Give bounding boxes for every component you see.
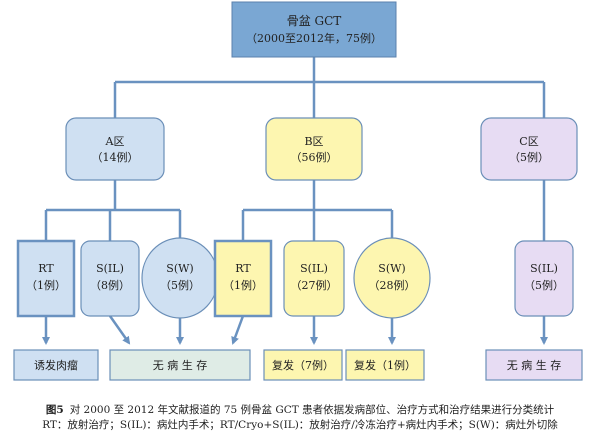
zone-b-box <box>265 117 363 181</box>
root-node-box <box>231 1 397 58</box>
outcome-induced-sarcoma-box <box>13 349 99 381</box>
figure-label: 图5 <box>45 404 64 416</box>
outcome-recur-7: 复发（7例） <box>263 349 343 381</box>
figure-caption-text: 对 2000 至 2012 年文献报道的 75 例骨盆 GCT 患者依据发病部位… <box>69 404 555 416</box>
treatment-b-sil-box <box>283 240 345 317</box>
treatment-a-rt-label: RT <box>38 262 54 275</box>
treatment-c-sil-count: （5例） <box>524 278 564 292</box>
root-node: 骨盆 GCT （2000至2012年，75例） <box>231 1 397 58</box>
treatment-a-sw-count: （5例） <box>160 278 200 292</box>
treatment-b-sw-label: S(W) <box>378 262 405 275</box>
treatment-b-rt-count: （1例） <box>223 278 263 292</box>
treatment-b-sw: S(W) （28例） <box>353 237 431 319</box>
treatment-b-sil-count: （27例） <box>291 278 338 292</box>
treatment-a-sil: S(IL) （8例） <box>80 240 140 317</box>
outcome-recur-1-box <box>345 349 425 381</box>
treatment-b-sw-count: （28例） <box>369 278 416 292</box>
zone-b-node: B区 （56例） <box>265 117 363 181</box>
outcome-recur-7-box <box>263 349 343 381</box>
figure-caption-line-2: RT：放射治疗；S(IL)：病灶内手术；RT/Cryo+S(IL)：放射治疗/冷… <box>42 419 558 431</box>
zone-a-label: A区 <box>105 135 125 148</box>
figure-caption-line-1: 图5 对 2000 至 2012 年文献报道的 75 例骨盆 GCT 患者依据发病… <box>0 403 600 417</box>
treatment-a-sw: S(W) （5例） <box>141 237 219 319</box>
treatment-c-sil-label: S(IL) <box>530 262 558 275</box>
treatment-b-rt: RT （1例） <box>213 239 273 318</box>
zone-c-box <box>480 117 578 181</box>
treatment-c-sil: S(IL) （5例） <box>514 240 574 317</box>
treatment-b-rt-box <box>213 239 273 318</box>
outcome-c-disease-free: 无 病 生 存 <box>485 349 583 381</box>
connectors <box>42 57 548 345</box>
outcome-disease-free-label: 无 病 生 存 <box>153 358 208 372</box>
outcome-c-disease-free-box <box>485 349 583 381</box>
treatment-a-sw-label: S(W) <box>166 262 193 275</box>
outcome-disease-free-box <box>109 349 251 381</box>
zone-c-count: （5例） <box>509 150 549 164</box>
treatment-a-sil-box <box>80 240 140 317</box>
outcome-induced-sarcoma-label: 诱发肉瘤 <box>34 358 78 372</box>
outcome-c-disease-free-label: 无 病 生 存 <box>507 358 562 372</box>
treatment-b-sil: S(IL) （27例） <box>283 240 345 317</box>
zone-b-count: （56例） <box>291 150 338 164</box>
treatment-a-sw-circle <box>141 237 219 319</box>
outcome-disease-free: 无 病 生 存 <box>109 349 251 381</box>
zone-c-node: C区 （5例） <box>480 117 578 181</box>
root-node-count: （2000至2012年，75例） <box>246 31 382 45</box>
zone-a-node: A区 （14例） <box>65 117 165 181</box>
treatment-a-rt-count: （1例） <box>26 278 66 292</box>
treatment-b-sil-label: S(IL) <box>300 262 328 275</box>
treatment-b-sw-circle <box>353 237 431 319</box>
root-node-title: 骨盆 GCT <box>287 14 342 28</box>
treatment-b-rt-label: RT <box>235 262 251 275</box>
arrow-a-sil-to-survival <box>108 315 131 345</box>
zone-b-label: B区 <box>304 135 323 148</box>
treatment-a-rt-box <box>16 239 76 318</box>
zone-a-count: （14例） <box>92 150 139 164</box>
outcome-recur-1: 复发（1例） <box>345 349 425 381</box>
treatment-a-rt: RT （1例） <box>16 239 76 318</box>
zone-a-box <box>65 117 165 181</box>
zone-c-label: C区 <box>519 135 538 148</box>
arrow-b-rt-to-survival <box>231 315 245 345</box>
treatment-c-sil-box <box>514 240 574 317</box>
treatment-a-sil-count: （8例） <box>90 278 130 292</box>
outcome-recur-7-label: 复发（7例） <box>272 358 334 372</box>
outcome-recur-1-label: 复发（1例） <box>354 358 416 372</box>
treatment-a-sil-label: S(IL) <box>96 262 124 275</box>
outcome-induced-sarcoma: 诱发肉瘤 <box>13 349 99 381</box>
